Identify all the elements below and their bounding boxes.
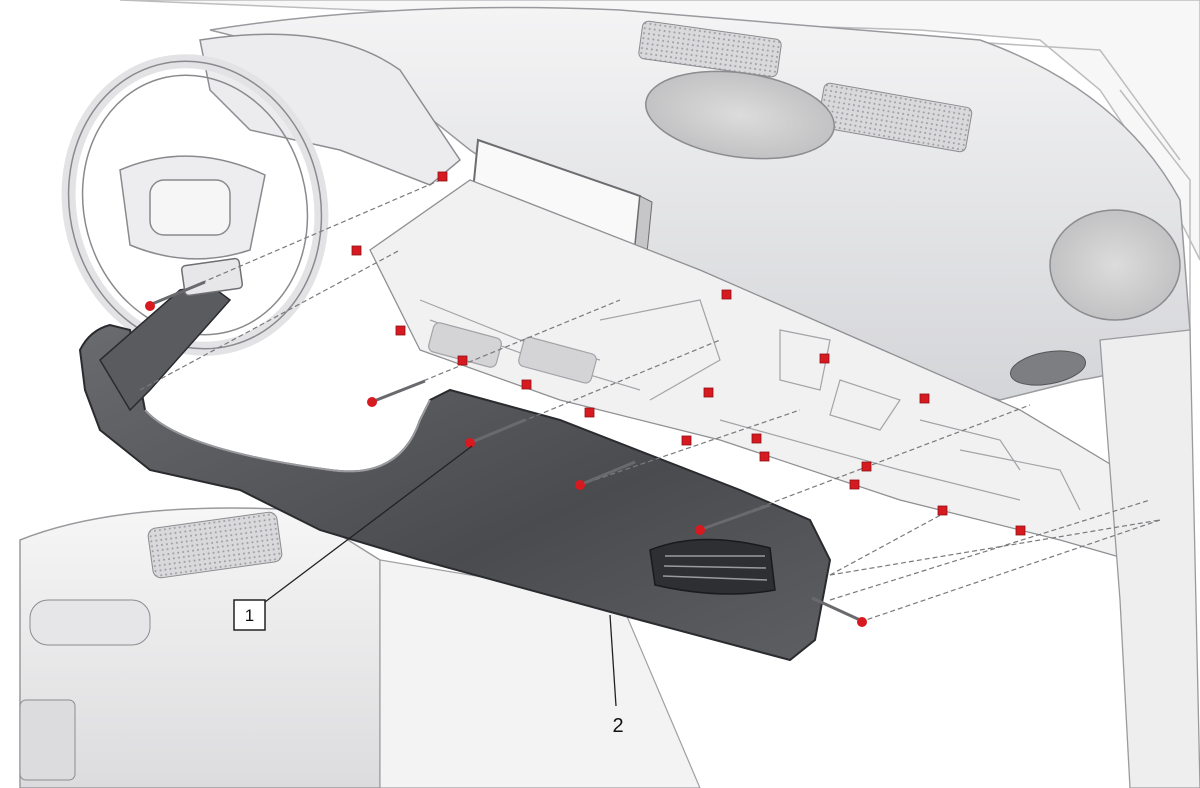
trim-panel-rim bbox=[144, 399, 431, 473]
defroster-grille-left bbox=[638, 20, 782, 78]
fastener-icon bbox=[575, 480, 585, 490]
callout-1-box bbox=[233, 599, 266, 631]
clip-icon bbox=[1015, 525, 1026, 536]
callout-2: 2 bbox=[609, 614, 624, 737]
clip-icon bbox=[819, 353, 830, 364]
speaker-grille-center bbox=[644, 70, 836, 160]
fastener-icon bbox=[857, 617, 867, 627]
clip-icon bbox=[861, 461, 872, 472]
steering-column-bracket bbox=[99, 284, 232, 412]
cup-holder-left bbox=[29, 599, 151, 646]
cluster-hood bbox=[199, 33, 461, 186]
clip-icon bbox=[849, 479, 860, 490]
clip-icon bbox=[395, 325, 406, 336]
clip-icon bbox=[681, 435, 692, 446]
clip-icon bbox=[919, 393, 930, 404]
fastener-icon bbox=[145, 301, 155, 311]
clip-icon bbox=[457, 355, 468, 366]
fastener-icon bbox=[695, 525, 705, 535]
clip-icon bbox=[721, 289, 732, 300]
clip-icon bbox=[584, 407, 595, 418]
speaker-grille-right bbox=[1049, 209, 1181, 321]
console-controls bbox=[19, 699, 76, 781]
clip-icon bbox=[521, 379, 532, 390]
steering-wheel bbox=[61, 54, 329, 356]
clip-icon bbox=[351, 245, 362, 256]
console-storage-grille bbox=[147, 511, 283, 579]
fasteners bbox=[145, 301, 867, 627]
callout-2-label: 2 bbox=[612, 715, 623, 737]
clip-icon bbox=[751, 433, 762, 444]
callout-1-label: 1 bbox=[245, 606, 254, 625]
callout-2-leader bbox=[609, 614, 617, 707]
ip-carrier bbox=[369, 179, 1131, 561]
retaining-clips bbox=[351, 171, 1026, 536]
right-door-trim bbox=[1099, 329, 1200, 788]
fastener-icon bbox=[367, 397, 377, 407]
fastener-icon bbox=[465, 438, 475, 448]
callout-1: 1 bbox=[233, 445, 473, 631]
clip-icon bbox=[703, 387, 714, 398]
screw-shafts bbox=[151, 280, 861, 622]
clip-icon bbox=[759, 451, 770, 462]
air-vent-right bbox=[1009, 350, 1087, 386]
clip-icon bbox=[437, 171, 448, 182]
vent-louvers bbox=[662, 555, 768, 581]
clip-icon bbox=[937, 505, 948, 516]
callout-1-leader bbox=[264, 445, 473, 603]
